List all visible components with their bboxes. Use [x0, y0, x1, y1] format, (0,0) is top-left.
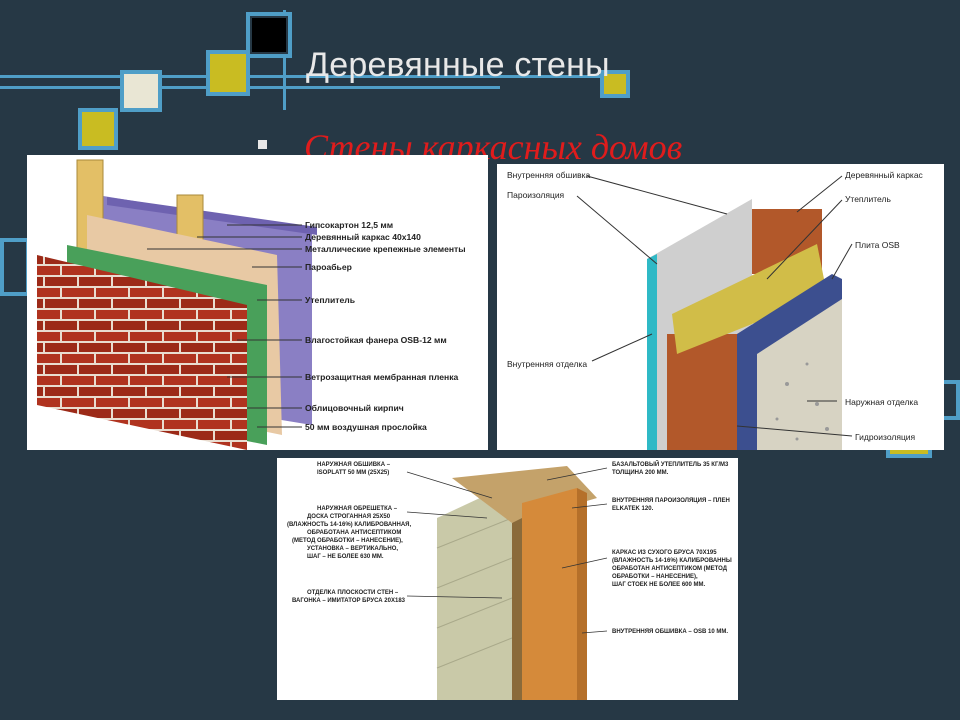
label-basalt-insulation: БАЗАЛЬТОВЫЙ УТЕПЛИТЕЛЬ 35 КГ/М3 [612, 460, 729, 468]
label-basalt-thickness: ТОЛЩИНА 200 ММ. [612, 470, 669, 476]
diagram-frame-cross-section: Внутренняя обшивка Пароизоляция Внутренн… [497, 164, 944, 450]
label-outer-finish: Наружная отделка [845, 397, 918, 407]
frame-section-illustration: Внутренняя обшивка Пароизоляция Внутренн… [507, 170, 924, 450]
label-inner-vapor-spec: ELKATEK 120. [612, 506, 654, 512]
label-wood-frame: Деревянный каркас 40х140 [305, 232, 421, 242]
label-inner-finish: Внутренняя отделка [507, 359, 587, 369]
label-outer-battens: НАРУЖНАЯ ОБРЕШЕТКА – [317, 506, 398, 512]
deco-square [78, 108, 118, 150]
label-battens-moisture: (ВЛАЖНОСТЬ 14-16%) КАЛИБРОВАННАЯ, [287, 522, 411, 528]
label-battens-board: ДОСКА СТРОГАННАЯ 25Х50 [307, 514, 391, 520]
deco-square [252, 18, 286, 52]
deco-line-top-2 [0, 86, 500, 89]
label-battens-antiseptic: ОБРАБОТАНА АНТИСЕПТИКОМ [307, 530, 401, 536]
label-insulation: Утеплитель [845, 194, 891, 204]
label-wall-finish-spec: ВАГОНКА – ИМИТАТОР БРУСА 20Х183 [292, 598, 406, 604]
label-frame-antiseptic: ОБРАБОТАН АНТИСЕПТИКОМ (МЕТОД [612, 566, 728, 572]
wall-panel-illustration: НАРУЖНАЯ ОБШИВКА – ISOPLATT 50 ММ (25Х25… [287, 460, 732, 700]
deco-line-vertical [283, 10, 286, 110]
label-outer-lining-spec: ISOPLATT 50 ММ (25Х25) [317, 470, 389, 476]
diagram-brick-frame-wall: Гипсокартон 12,5 мм Деревянный каркас 40… [27, 155, 488, 450]
label-drywall: Гипсокартон 12,5 мм [305, 220, 393, 230]
bullet-marker [258, 140, 267, 149]
label-facing-brick: Облицовочный кирпич [305, 403, 404, 413]
label-insulation: Утеплитель [305, 295, 355, 305]
deco-square [206, 50, 250, 96]
label-outer-lining: НАРУЖНАЯ ОБШИВКА – [317, 462, 391, 468]
label-inner-vapor: ВНУТРЕННЯЯ ПАРОИЗОЛЯЦИЯ – ПЛЕН [612, 498, 730, 504]
label-frame-timber: КАРКАС ИЗ СУХОГО БРУСА 70Х195 [612, 550, 717, 556]
label-inner-osb: ВНУТРЕННЯЯ ОБШИВКА – OSB 10 ММ. [612, 629, 728, 635]
label-osb-board: Плита OSB [855, 240, 900, 250]
brick-wall-illustration: Гипсокартон 12,5 мм Деревянный каркас 40… [37, 159, 466, 450]
deco-line-top [0, 75, 630, 78]
deco-square [0, 238, 30, 296]
label-vapor-insulation: Пароизоляция [507, 190, 565, 200]
slide-title: Деревянные стены [306, 46, 610, 84]
label-vapor-barrier: Пароабьер [305, 262, 352, 272]
label-frame-moisture: (ВЛАЖНОСТЬ 14-16%) КАЛИБРОВАННЫ [612, 558, 732, 564]
label-wind-membrane: Ветрозащитная мембранная пленка [305, 372, 458, 382]
label-battens-install: УСТАНОВКА – ВЕРТИКАЛЬНО, [307, 546, 398, 552]
label-battens-step: ШАГ – НЕ БОЛЕЕ 630 ММ. [307, 554, 384, 560]
label-wall-finish: ОТДЕЛКА ПЛОСКОСТИ СТЕН – [307, 590, 399, 596]
label-inner-lining: Внутренняя обшивка [507, 170, 591, 180]
label-wooden-frame: Деревянный каркас [845, 170, 924, 180]
label-frame-method: ОБРАБОТКИ – НАНЕСЕНИЕ), [612, 574, 698, 580]
diagram-wall-panel-cut: НАРУЖНАЯ ОБШИВКА – ISOPLATT 50 ММ (25Х25… [277, 458, 738, 700]
deco-square [600, 70, 630, 98]
label-air-gap: 50 мм воздушная прослойка [305, 422, 427, 432]
label-waterproofing: Гидроизоляция [855, 432, 916, 442]
deco-square [120, 70, 162, 112]
label-battens-method: (МЕТОД ОБРАБОТКИ – НАНЕСЕНИЕ), [292, 538, 403, 544]
label-metal-fasteners: Металлические крепежные элементы [305, 244, 466, 254]
label-osb-plywood: Влагостойкая фанера OSB-12 мм [305, 335, 447, 345]
label-frame-step: ШАГ СТОЕК НЕ БОЛЕЕ 600 ММ. [612, 582, 706, 588]
